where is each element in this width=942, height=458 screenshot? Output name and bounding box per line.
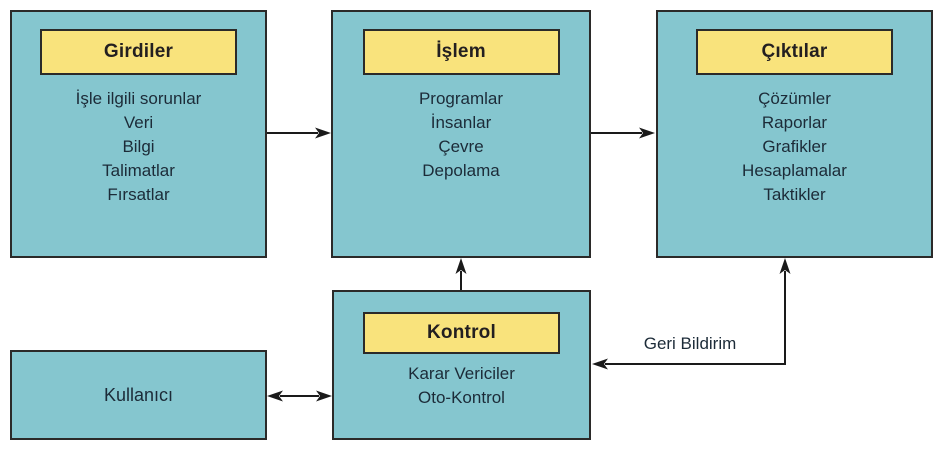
- list-item: Grafikler: [762, 137, 827, 156]
- box-ciktilar-header: Çıktılar: [696, 29, 893, 75]
- box-islem: İşlem Programlar İnsanlar Çevre Depolama: [331, 10, 591, 258]
- box-girdiler-title: Girdiler: [103, 41, 174, 62]
- box-islem-header: İşlem: [362, 29, 560, 75]
- box-girdiler: Girdiler İşle ilgili sorunlar Veri Bilgi…: [10, 10, 267, 258]
- list-item: Çözümler: [758, 89, 831, 108]
- box-islem-items: Programlar İnsanlar Çevre Depolama: [333, 87, 589, 183]
- box-kontrol-items: Karar Vericiler Oto-Kontrol: [334, 362, 589, 410]
- list-item: Hesaplamalar: [742, 161, 847, 180]
- arrow-process-to-outputs: [591, 127, 655, 139]
- list-item: Taktikler: [763, 185, 826, 204]
- list-item: Bilgi: [122, 137, 155, 156]
- list-item: Programlar: [418, 89, 504, 108]
- list-item: İnsanlar: [430, 113, 492, 132]
- box-girdiler-header: Girdiler: [40, 29, 237, 75]
- box-islem-title: İşlem: [436, 41, 486, 62]
- list-item: Veri: [123, 113, 154, 132]
- list-item: Talimatlar: [102, 161, 175, 180]
- box-kullanici-title: Kullanıcı: [103, 384, 174, 405]
- list-item: Oto-Kontrol: [418, 388, 505, 407]
- box-ciktilar-items: Çözümler Raporlar Grafikler Hesaplamalar…: [658, 87, 931, 207]
- box-kontrol: Kontrol Karar Vericiler Oto-Kontrol: [332, 290, 591, 440]
- list-item: Raporlar: [761, 113, 828, 132]
- arrow-inputs-to-process: [267, 127, 331, 139]
- box-girdiler-items: İşle ilgili sorunlar Veri Bilgi Talimatl…: [12, 87, 265, 207]
- arrow-user-control: [267, 390, 332, 402]
- box-ciktilar-title: Çıktılar: [761, 41, 828, 62]
- list-item: Karar Vericiler: [408, 364, 515, 383]
- list-item: Çevre: [438, 137, 484, 156]
- arrow-control-to-process: [455, 258, 467, 290]
- list-item: Depolama: [422, 161, 500, 180]
- list-item: Fırsatlar: [107, 185, 170, 204]
- box-kontrol-title: Kontrol: [427, 322, 496, 343]
- feedback-label: Geri Bildirim: [643, 334, 737, 353]
- box-kontrol-header: Kontrol: [363, 312, 560, 354]
- box-ciktilar: Çıktılar Çözümler Raporlar Grafikler Hes…: [656, 10, 933, 258]
- box-kullanici: Kullanıcı: [10, 350, 267, 440]
- list-item: İşle ilgili sorunlar: [75, 89, 202, 108]
